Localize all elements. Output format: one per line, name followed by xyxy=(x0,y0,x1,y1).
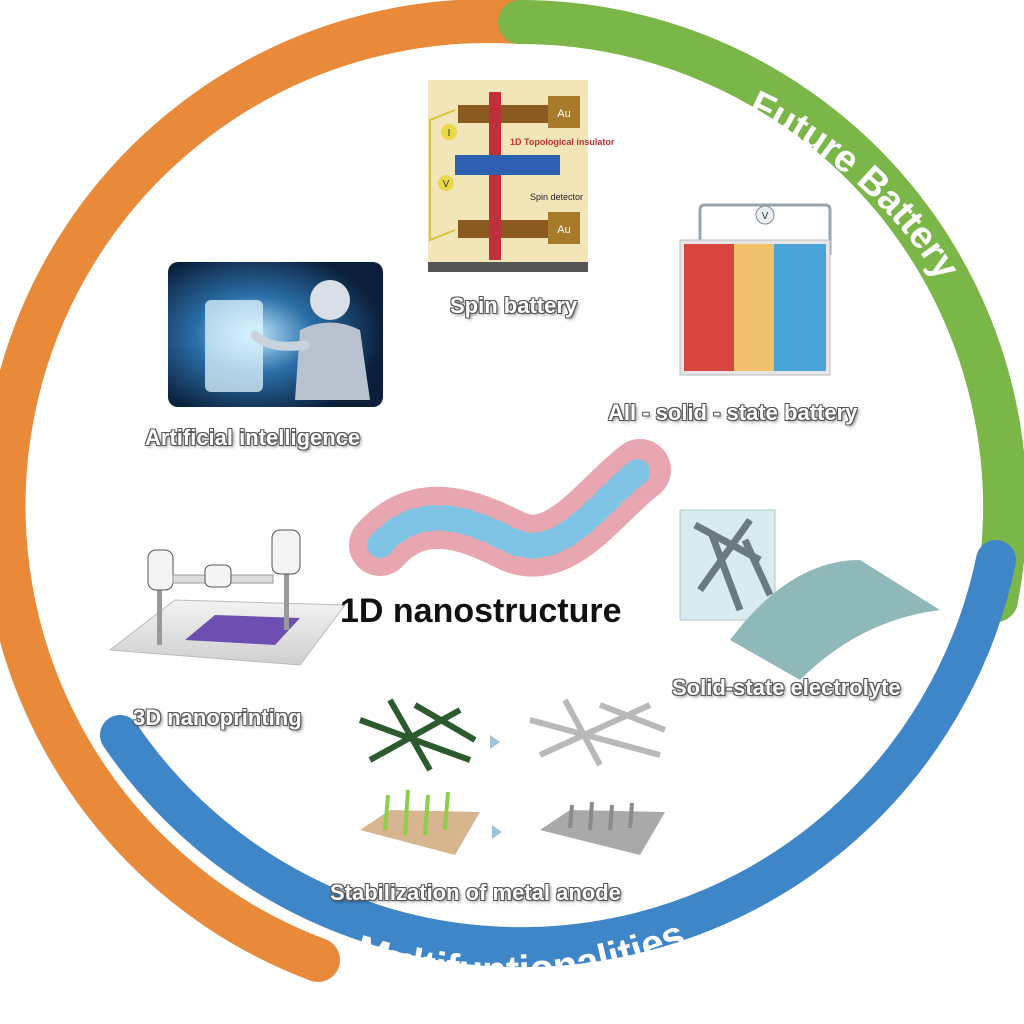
electrolyte-illustration xyxy=(679,509,940,680)
printer-carriage xyxy=(204,564,232,588)
anode-dendrites-grey xyxy=(568,801,634,831)
spin-electrode-top-bar xyxy=(458,105,548,123)
ring-band-green xyxy=(498,0,1024,622)
center-title: 1D nanostructure xyxy=(340,592,622,630)
battery-wire xyxy=(698,203,832,255)
label-all-solid-state-battery: All - solid - state battery xyxy=(608,400,858,425)
label-spin-battery: Spin battery xyxy=(450,293,578,318)
solid-state-battery-illustration: V xyxy=(679,203,832,376)
anode-dendrites-green xyxy=(383,789,450,836)
spin-device-base xyxy=(428,262,588,272)
printer-stage xyxy=(185,615,300,645)
battery-anode-layer xyxy=(774,244,826,371)
anode-plate-left xyxy=(360,810,480,855)
nanostructure-texture xyxy=(367,457,653,559)
label-solid-state-electrolyte: Solid-state electrolyte xyxy=(672,675,901,700)
spin-detector-text: Spin detector xyxy=(530,192,583,202)
electrolyte-membrane xyxy=(730,560,940,680)
spin-insulator-text: 1D Topological insulator xyxy=(510,137,615,147)
spin-detector-bar xyxy=(455,155,560,175)
battery-meter-icon xyxy=(755,205,775,225)
spin-electrode-bottom-pad xyxy=(548,212,580,244)
spin-battery-device: Au Au 1D Topological insulator Spin dete… xyxy=(428,80,615,272)
battery-cathode-layer xyxy=(684,244,734,371)
printer-post-right xyxy=(284,570,289,630)
label-3d-nanoprinting: 3D nanoprinting xyxy=(133,705,302,730)
nanoprinting-illustration xyxy=(108,529,346,666)
ai-robot-arm xyxy=(250,330,310,351)
ai-robot-head xyxy=(310,280,350,320)
anode-arrow-bottom xyxy=(492,825,502,839)
ring-band-blue xyxy=(100,540,1016,968)
label-metal-anode: Stabilization of metal anode xyxy=(330,880,621,905)
spin-meter-v-icon xyxy=(438,175,454,191)
spin-topological-wire xyxy=(489,92,501,260)
electrolyte-rods xyxy=(693,517,774,612)
anode-grey-mesh xyxy=(529,698,667,767)
label-artificial-intelligence: Artificial intelligence xyxy=(145,425,361,450)
spin-meter-i-icon xyxy=(441,124,457,140)
nanostructure-illustration xyxy=(349,439,671,577)
printer-head-left xyxy=(147,549,174,591)
ai-illustration xyxy=(168,262,383,407)
spin-electrode-bottom-label: Au xyxy=(557,224,570,236)
spin-meter-i-label: I xyxy=(448,128,451,139)
spin-electrode-top-pad xyxy=(548,96,580,128)
spin-wire-left xyxy=(429,109,456,242)
battery-electrolyte-layer xyxy=(734,244,774,371)
anode-green-mesh xyxy=(358,698,477,772)
printer-head-right xyxy=(271,529,301,575)
anode-arrow-top xyxy=(490,735,500,749)
spin-electrode-bottom-bar xyxy=(458,220,548,238)
ai-battery-glow xyxy=(205,300,263,392)
spin-electrode-top-label: Au xyxy=(557,108,570,120)
battery-meter-label: V xyxy=(762,211,769,222)
metal-anode-illustration xyxy=(358,698,667,855)
printer-post-left xyxy=(157,585,162,645)
spin-meter-v-label: V xyxy=(443,179,450,190)
anode-plate-right xyxy=(540,810,665,855)
ring-band-orange xyxy=(0,0,542,982)
ai-robot-body xyxy=(295,322,370,400)
